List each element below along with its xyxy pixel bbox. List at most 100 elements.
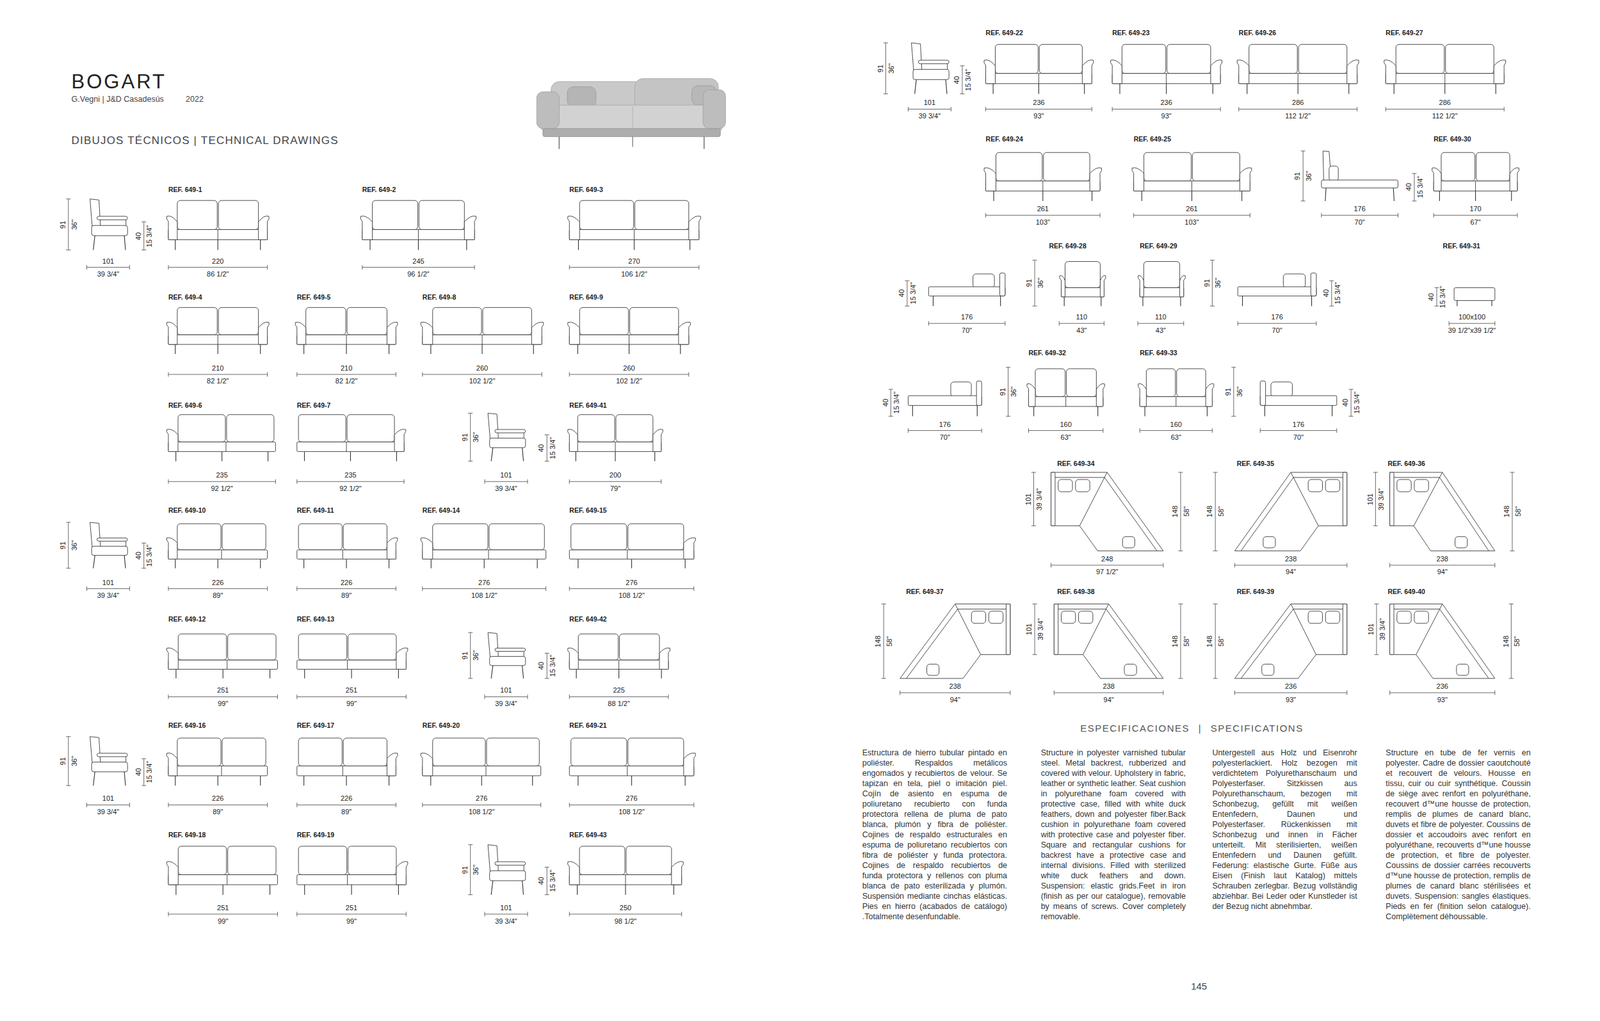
- line-art: [422, 766, 542, 776]
- line-art: [1397, 611, 1412, 624]
- dimension-inches: 15 3/4": [145, 544, 154, 568]
- dimension-line: [362, 265, 475, 270]
- line-art: [881, 603, 887, 605]
- line-art: [904, 306, 910, 307]
- dimension-value: 40: [537, 877, 546, 885]
- front-drawing: [297, 414, 406, 462]
- line-art: [86, 588, 130, 590]
- line-art: [571, 738, 627, 767]
- line-art: [569, 802, 570, 808]
- reference-code: REF. 649-7: [297, 401, 332, 410]
- front-drawing: [569, 523, 696, 569]
- reference-code: REF. 649-3: [569, 185, 604, 194]
- line-art: [576, 884, 578, 896]
- line-art: [914, 79, 917, 94]
- dimension-value: 170: [1469, 204, 1481, 214]
- line-art: [343, 738, 387, 767]
- line-art: [494, 861, 526, 865]
- line-art: [907, 428, 909, 433]
- line-art: [494, 648, 526, 652]
- dimension-inches: 106 1/2": [621, 270, 648, 279]
- line-art: [546, 434, 548, 461]
- dimension-inches: 36": [887, 63, 896, 74]
- line-art: [421, 586, 423, 591]
- line-art: [1301, 150, 1306, 152]
- line-art: [1179, 297, 1181, 307]
- line-art: [1039, 44, 1083, 73]
- dimension-inches: 58": [885, 636, 894, 647]
- dimension-value: 40: [1404, 183, 1414, 191]
- line-art: [1078, 611, 1093, 624]
- line-art: [569, 334, 689, 345]
- dimension-inches: 39 3/4": [97, 270, 120, 279]
- line-art: [1455, 536, 1468, 549]
- line-art: [347, 414, 395, 443]
- line-art: [569, 229, 699, 241]
- line-art: [1061, 611, 1076, 624]
- line-art: [93, 555, 96, 569]
- dimension-inches: 15 3/4": [892, 391, 901, 415]
- line-art: [1476, 152, 1511, 182]
- line-art: [489, 523, 545, 550]
- line-art: [1439, 190, 1440, 202]
- line-art: [168, 334, 268, 345]
- line-art: [1137, 323, 1184, 324]
- dimension-line: [86, 265, 130, 270]
- line-art: [398, 669, 399, 679]
- line-art: [1032, 603, 1038, 605]
- dimension-inches: 39 3/4": [494, 699, 518, 709]
- front-drawing: [166, 200, 269, 250]
- dimension-inches: 36": [1009, 386, 1019, 397]
- dimension-line: [569, 371, 689, 377]
- dimension-inches: 108 1/2": [618, 808, 645, 817]
- line-art: [994, 44, 1038, 73]
- line-art: [395, 802, 397, 808]
- line-art: [906, 281, 908, 307]
- line-art: [491, 880, 493, 896]
- dimension-value: 160: [1059, 420, 1072, 429]
- line-art: [1456, 664, 1469, 677]
- line-art: [984, 60, 996, 84]
- dimension-line: [985, 106, 1093, 112]
- line-art: [1346, 690, 1348, 696]
- line-art: [67, 736, 69, 787]
- dimension-value: 148: [1502, 505, 1512, 518]
- line-art: [1139, 287, 1184, 297]
- dimension-line: [1234, 690, 1347, 696]
- line-art: [1004, 321, 1006, 326]
- line-art: [166, 647, 178, 670]
- dimension-value: 101: [102, 256, 114, 266]
- front-drawing: [297, 738, 398, 786]
- line-art: [1249, 44, 1298, 73]
- dimension-inches: 112 1/2": [1284, 112, 1311, 121]
- line-art: [422, 549, 547, 559]
- line-art: [883, 42, 889, 43]
- line-art: [1260, 395, 1337, 406]
- line-art: [1143, 261, 1180, 289]
- line-art: [928, 286, 1006, 296]
- dimension-inches: 112 1/2": [1432, 112, 1458, 121]
- line-art: [489, 656, 526, 666]
- dimension-value: 235: [215, 471, 228, 480]
- line-art: [569, 660, 669, 670]
- line-art: [266, 371, 268, 377]
- line-art: [1058, 608, 1157, 679]
- line-art: [168, 229, 268, 241]
- side-drawing: [487, 845, 526, 896]
- dimension-inches: 108 1/2": [471, 591, 498, 600]
- line-art: [469, 412, 471, 461]
- line-art: [143, 758, 145, 786]
- dimension-inches: 15 3/4": [1352, 391, 1362, 415]
- line-art: [567, 647, 579, 670]
- reference-code: REF. 649-22: [985, 28, 1024, 37]
- line-art: [1059, 275, 1066, 297]
- dimension-inches: 39 3/4": [1377, 487, 1386, 511]
- line-art: [1137, 321, 1139, 326]
- line-art: [633, 240, 635, 251]
- dimension-value: 270: [628, 256, 640, 266]
- line-art: [174, 775, 176, 786]
- line-art: [174, 558, 176, 568]
- line-art: [1033, 472, 1035, 526]
- line-art: [630, 307, 679, 335]
- dimension-value: 238: [949, 682, 962, 691]
